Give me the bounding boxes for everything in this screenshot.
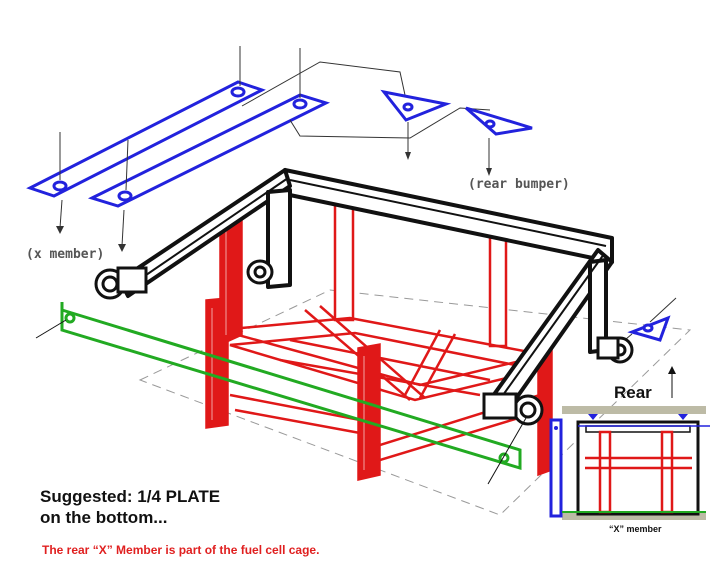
suggestion-line-2: on the bottom... <box>40 508 168 527</box>
rear-view-inset: Rear “X” member <box>549 366 710 534</box>
frame-inner-lines <box>129 177 607 403</box>
arrowheads <box>56 152 492 252</box>
front-bar <box>60 302 522 471</box>
x-member-label: (x member) <box>26 247 104 262</box>
front-bar-leaders <box>35 319 527 485</box>
footer-note: The rear “X” Member is part of the fuel … <box>42 543 320 557</box>
x-member-inset-label: “X” member <box>609 524 662 534</box>
rear-bumper-label: (rear bumper) <box>468 177 570 192</box>
cage-plate-highlights <box>211 230 365 470</box>
suggestion-line-1: Suggested: 1/4 PLATE <box>40 487 221 506</box>
rear-bumper-gussets <box>380 89 671 342</box>
bushings <box>94 259 634 426</box>
suggestion-note: Suggested: 1/4 PLATE on the bottom... <box>40 486 220 528</box>
rear-label: Rear <box>614 383 652 402</box>
x-member-plates <box>26 80 331 208</box>
